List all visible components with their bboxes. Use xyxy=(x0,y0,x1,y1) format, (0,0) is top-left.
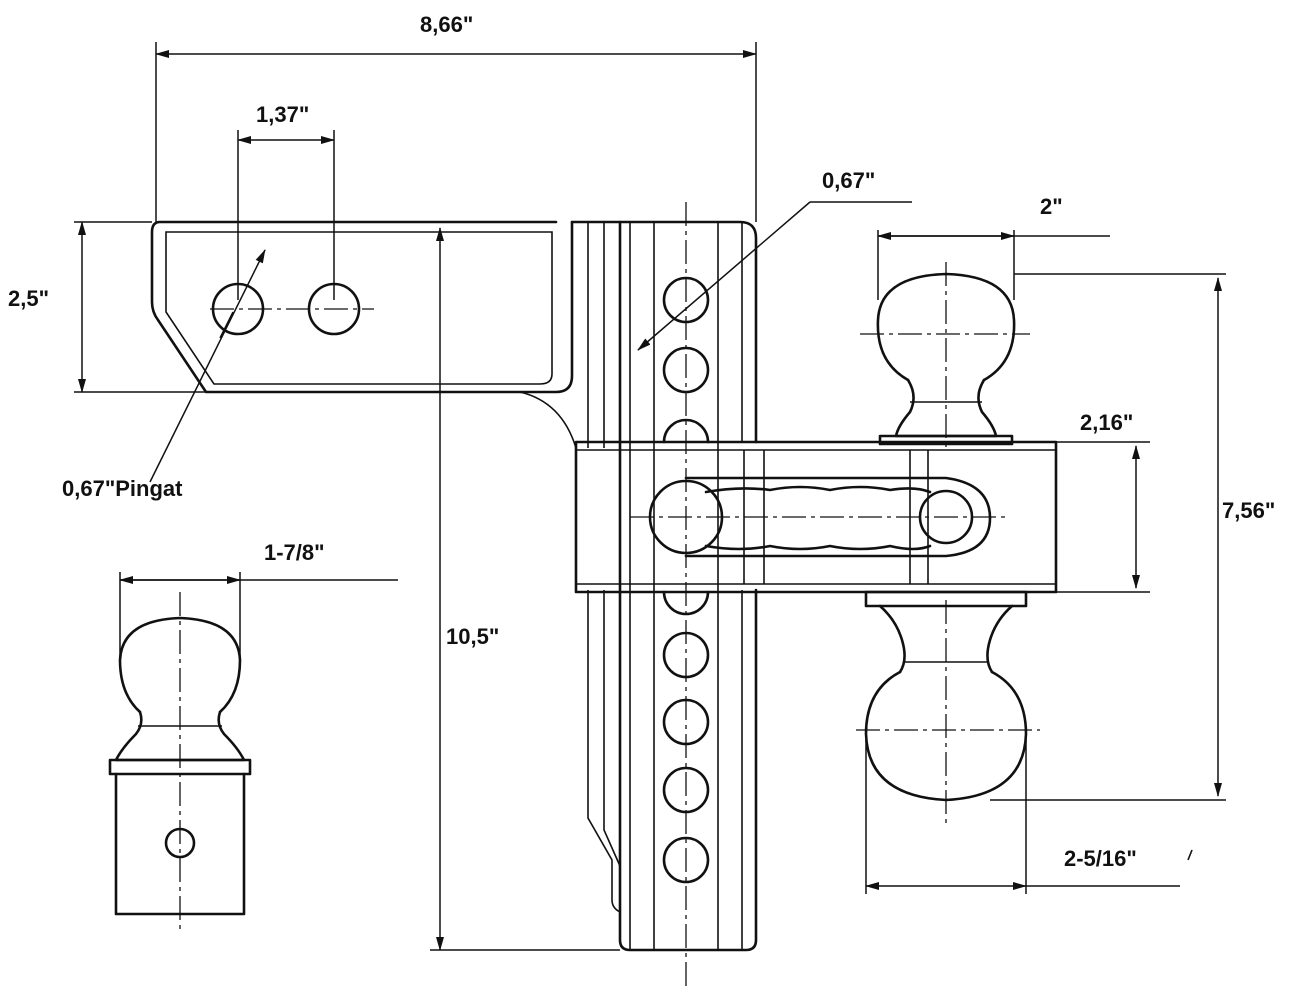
drop-bar xyxy=(519,202,758,990)
dimension-lines xyxy=(74,42,1226,951)
top-ball xyxy=(860,262,1030,450)
dim-label-top-ball-diameter: 2" xyxy=(1040,194,1063,219)
dim-label-hole-spacing: 1,37" xyxy=(256,102,310,127)
dim-label-bottom-ball-diameter: 2-5/16" xyxy=(1064,846,1137,871)
dim-label-mount-height: 2,16" xyxy=(1080,410,1134,435)
dim-label-loose-ball: 1-7/8" xyxy=(264,540,325,565)
dim-label-shank-height: 2,5" xyxy=(8,286,50,311)
ball-mount xyxy=(574,440,1058,594)
dim-label-adjust-hole: 0,67" xyxy=(822,168,876,193)
dim-label-ball-to-ball: 7,56" xyxy=(1222,498,1276,523)
dim-label-pin-hole: 0,67"Pingat xyxy=(62,476,183,501)
loose-ball xyxy=(108,592,252,930)
dim-label-drop-height: 10,5" xyxy=(446,624,500,649)
bottom-ball xyxy=(856,590,1040,826)
dim-label-overall-width: 8,66" xyxy=(420,12,474,37)
receiver-shank xyxy=(150,220,574,394)
